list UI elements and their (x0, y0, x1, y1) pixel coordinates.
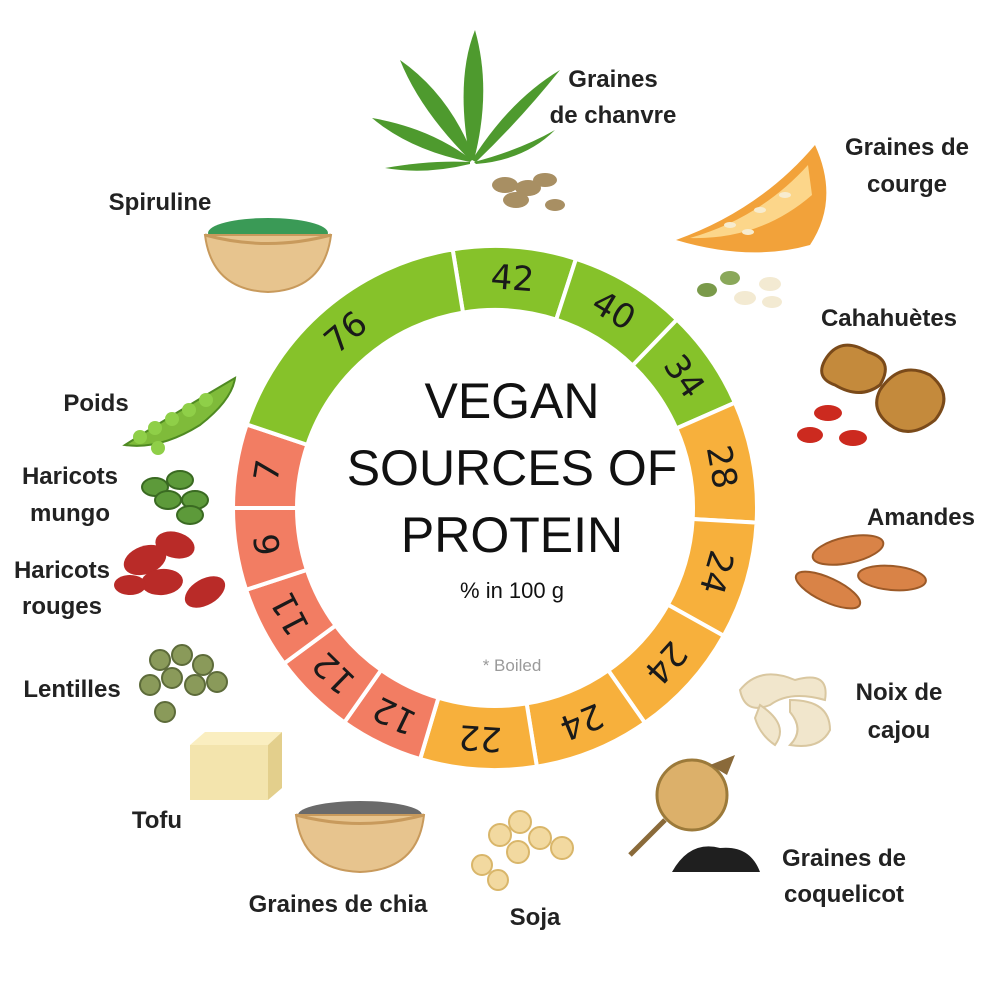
title-line-2: SOURCES OF (347, 440, 678, 496)
pumpkin-icon (676, 145, 827, 308)
mung-bean-icon (141, 470, 209, 525)
almond-icon (794, 534, 927, 610)
hemp-icon (372, 30, 565, 211)
label-cahahuetes: Cahahuètes (821, 305, 957, 332)
label-soja: Soja (510, 904, 561, 931)
poppy-icon (628, 755, 760, 872)
label-amandes: Amandes (867, 504, 975, 531)
unit-label: % in 100 g (460, 578, 564, 603)
spirulina-icon (203, 218, 333, 294)
kidney-bean-icon (114, 531, 226, 608)
title-line-1: VEGAN (424, 373, 599, 429)
cashew-icon (738, 673, 832, 747)
tofu-icon (190, 732, 282, 800)
label-lentilles: Lentilles (23, 676, 120, 703)
value-amandes: 28 (698, 442, 745, 492)
chart-center: VEGAN SOURCES OF PROTEIN % in 100 g * Bo… (347, 373, 678, 675)
boiled-note: * Boiled (483, 656, 542, 675)
value-graines-de-chia: 22 (457, 716, 503, 759)
label-spiruline: Spiruline (109, 189, 212, 216)
soy-icon (471, 810, 574, 891)
label-tofu: Tofu (132, 807, 182, 834)
segment-spiruline (244, 247, 466, 448)
peanut-icon (797, 343, 946, 446)
chia-icon (294, 801, 426, 874)
title-line-3: PROTEIN (401, 507, 623, 563)
label-graines-de-chia: Graines de chia (249, 891, 428, 918)
lentil-icon (139, 644, 228, 723)
pea-icon (122, 376, 237, 455)
label-poids: Poids (63, 390, 128, 417)
value-graines-de-chanvre: 42 (489, 257, 535, 300)
